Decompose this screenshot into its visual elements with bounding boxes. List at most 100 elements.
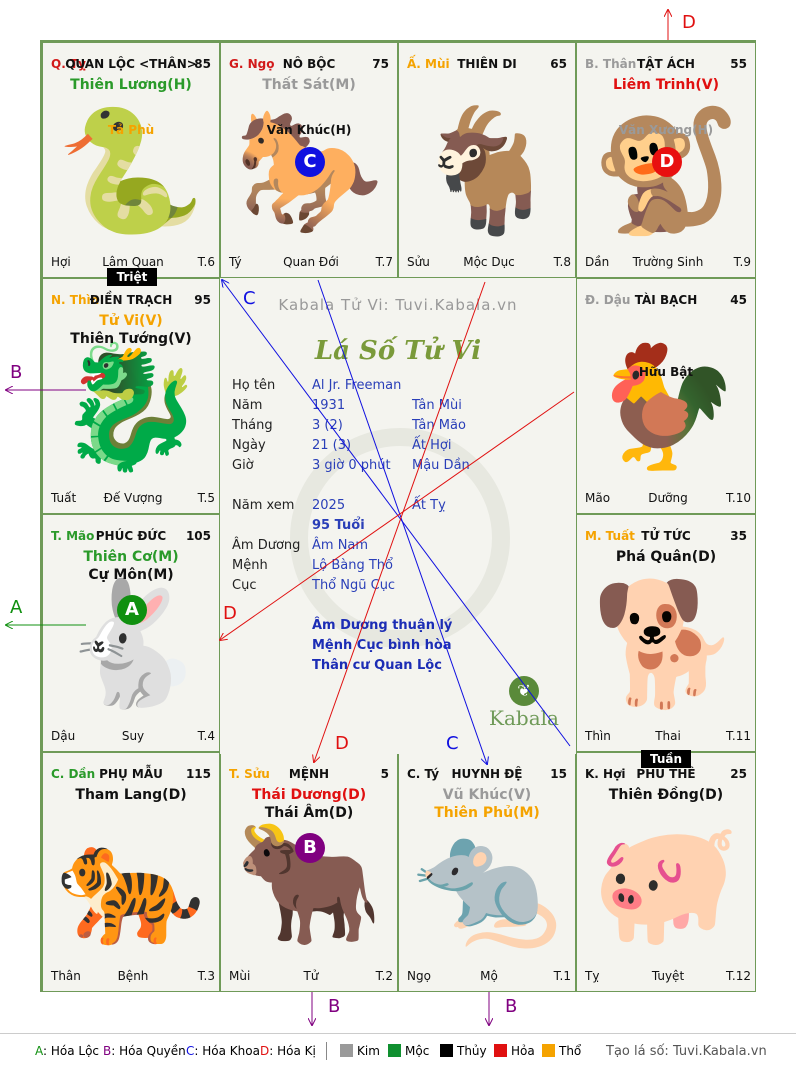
legend-element-item: Kim	[340, 1044, 380, 1058]
tree-logo-icon: ❦	[509, 676, 539, 706]
footer-stage: Thai	[655, 729, 681, 743]
palace-number: 15	[550, 767, 567, 781]
info-value: 3 giờ 0 phút	[312, 458, 391, 473]
palace-number: 75	[372, 57, 389, 71]
summary-note: Thân cư Quan Lộc	[312, 658, 442, 673]
palace-name: TÀI BẠCH	[634, 293, 698, 307]
palace-name: TẬT ÁCH	[637, 57, 695, 71]
arrow-label-left-b: B	[10, 362, 23, 383]
footer-stage: Bệnh	[117, 969, 149, 983]
footer-cycle: T.1	[553, 969, 571, 983]
element-swatch-icon	[388, 1044, 401, 1057]
footer-cycle: T.7	[375, 255, 393, 269]
legend-element-label: Hỏa	[511, 1044, 535, 1058]
legend-hoa-item: D: Hóa Kị	[260, 1044, 316, 1058]
hoa-badge: B	[295, 833, 325, 863]
info-key: Giờ	[232, 458, 254, 473]
palace-number: 5	[380, 767, 389, 781]
branch-label: N. Thìn	[51, 293, 100, 307]
footer-cycle: T.5	[197, 491, 215, 505]
footer-branch: Tý	[229, 255, 242, 269]
footer-branch: Mão	[585, 491, 611, 505]
footer-stage: Suy	[121, 729, 145, 743]
arrow-label-left-a: A	[10, 597, 23, 618]
palace-number: 65	[550, 57, 567, 71]
minor-star: Văn Xương(H)	[618, 123, 714, 137]
legend-hoa-item: C: Hóa Khoa	[186, 1044, 260, 1058]
info-value: 95 Tuổi	[312, 518, 365, 533]
branch-label: T. Sửu	[229, 767, 270, 781]
branch-label: Ấ. Mùi	[407, 57, 450, 71]
info-key: Họ tên	[232, 378, 276, 393]
zodiac-animal-icon: 🐀	[412, 813, 562, 953]
info-value: Lộ Bàng Thổ	[312, 558, 393, 573]
legend-hoa-key: A	[35, 1044, 43, 1058]
info-key: Năm	[232, 398, 263, 413]
summary-note: Mệnh Cục bình hòa	[312, 638, 452, 653]
hoa-badge: D	[652, 147, 682, 177]
palace-name: TỬ TỨC	[641, 529, 691, 543]
footer-cycle: T.2	[375, 969, 393, 983]
legend-hoa-key: C	[186, 1044, 195, 1058]
summary-note: Âm Dương thuận lý	[312, 618, 453, 633]
footer-branch: Dần	[585, 255, 610, 269]
footer-cycle: T.9	[733, 255, 751, 269]
kabala-brand: ❦ Kabala	[484, 676, 564, 730]
major-star: Thiên Đồng(D)	[608, 787, 724, 803]
tag-tuan: Tuần	[641, 750, 691, 768]
palace-name: HUYNH ĐỆ	[451, 767, 523, 781]
arrow-label-bottom-b1: B	[328, 996, 341, 1017]
palace-number: 25	[730, 767, 747, 781]
legend-element-label: Thủy	[457, 1044, 487, 1058]
info-key: Cục	[232, 578, 257, 593]
palace-number: 105	[185, 529, 211, 543]
palace-name: PHÚC ĐỨC	[95, 529, 167, 543]
major-star: Thất Sát(M)	[262, 77, 356, 93]
site-link[interactable]: Tạo lá số: Tuvi.Kabala.vn	[606, 1044, 767, 1059]
arrow-label-line-d1: D	[223, 603, 237, 624]
arrow-label-line-c1: C	[243, 288, 256, 309]
palace-cell: 🐖 K. Hợi PHU THÊ 25 Thiên Đồng(D)Tỵ Tuyệ…	[576, 752, 756, 992]
major-star: Vũ Khúc(V)	[442, 787, 532, 803]
palace-cell: 🐀 C. Tý HUYNH ĐỆ 15 Vũ Khúc(V)Thiên Phủ(…	[398, 752, 576, 992]
footer-stage: Dưỡng	[648, 491, 688, 505]
footer-branch: Mùi	[229, 969, 251, 983]
zodiac-animal-icon: 🐐	[412, 101, 562, 241]
branch-label: M. Tuất	[585, 529, 635, 543]
palace-cell: 🐅 C. Dần PHỤ MẪU 115 Tham Lang(D)Thân Bệ…	[42, 752, 220, 992]
branch-label: Đ. Dậu	[585, 293, 631, 307]
major-star: Thiên Tướng(V)	[70, 331, 192, 347]
palace-number: 95	[194, 293, 211, 307]
info-value: 21 (3)	[312, 438, 352, 453]
legend-element-item: Hỏa	[494, 1044, 535, 1058]
legend-element-item: Mộc	[388, 1044, 429, 1058]
legend-element-label: Thổ	[559, 1044, 582, 1058]
palace-name: NÔ BỘC	[282, 57, 336, 71]
palace-name: ĐIỀN TRẠCH	[89, 293, 173, 307]
major-star: Thái Dương(D)	[251, 787, 367, 803]
palace-name: QUAN LỘC <THÂN>	[65, 57, 197, 71]
zodiac-animal-icon: 🐉	[56, 337, 206, 477]
info-key: Âm Dương	[232, 538, 301, 553]
footer-branch: Thìn	[585, 729, 611, 743]
footer-branch: Sửu	[407, 255, 430, 269]
palace-cell: 🐉 N. Thìn ĐIỀN TRẠCH 95 Tử Vi(V) Thiên Tư…	[42, 278, 220, 514]
info-key: Năm xem	[232, 498, 295, 513]
minor-star: Tả Phù	[107, 123, 155, 137]
legend-divider	[326, 1042, 327, 1060]
palace-number: 115	[185, 767, 211, 781]
branch-label: C. Dần	[51, 767, 96, 781]
footer-cycle: T.10	[726, 491, 751, 505]
legend-element-label: Mộc	[405, 1044, 430, 1058]
footer-cycle: T.4	[197, 729, 215, 743]
major-star: Tử Vi(V)	[99, 313, 163, 329]
branch-label: C. Tý	[407, 767, 440, 781]
legend-hoa-item: A: Hóa Lộc	[35, 1044, 100, 1058]
legend-element-item: Thổ	[542, 1044, 581, 1058]
legend-element-item: Thủy	[440, 1044, 487, 1058]
footer-cycle: T.11	[726, 729, 751, 743]
footer-stage: Mộc Dục	[463, 255, 515, 269]
brand-name: Kabala	[489, 706, 559, 730]
